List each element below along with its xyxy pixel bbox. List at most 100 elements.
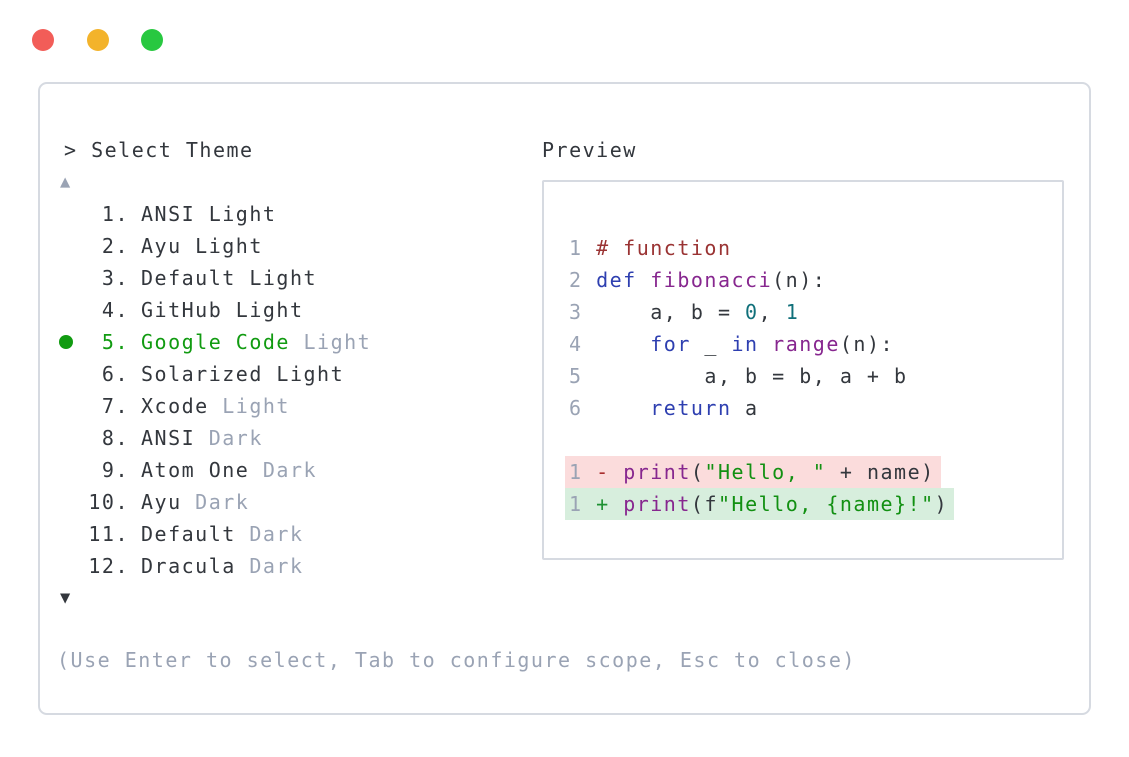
theme-option-1-ansi-light[interactable]: 1. ANSI Light (40, 198, 510, 230)
theme-option-11-default-dark[interactable]: 11. Default Dark (40, 518, 510, 550)
theme-variant-suffix: Dark (195, 426, 263, 450)
theme-name: Default Light (141, 266, 318, 290)
theme-number: 12. (88, 554, 129, 578)
theme-option-9-atom-one-dark[interactable]: 9.Atom One Dark (40, 454, 510, 486)
scroll-up-indicator[interactable]: ▲ (60, 172, 71, 192)
code-token-pln (637, 268, 651, 292)
theme-name: Ayu (141, 490, 182, 514)
theme-variant-suffix: Light (289, 330, 372, 354)
theme-option-4-github-light[interactable]: 4. GitHub Light (40, 294, 510, 326)
line-number: 1 (569, 492, 597, 516)
code-token-lit: 1 (785, 300, 800, 324)
theme-number: 4. (101, 298, 129, 322)
theme-name: Atom One (141, 458, 250, 482)
line-number: 4 (569, 332, 597, 356)
theme-variant-suffix: Light (208, 394, 290, 418)
theme-name: Xcode (141, 394, 209, 418)
code-line-6: 6 return a (544, 392, 1062, 424)
code-token-pln: a, b = b, a + b (596, 364, 908, 388)
code-token-typ: fibonacci (650, 268, 773, 292)
theme-name: ANSI (141, 426, 196, 450)
code-token-pln: + name) (826, 460, 935, 484)
line-number: 5 (569, 364, 597, 388)
code-token-str: "Hello, " (704, 460, 827, 484)
theme-option-3-default-light[interactable]: 3. Default Light (40, 262, 510, 294)
theme-number: 3. (101, 266, 129, 290)
theme-option-6-solarized-light[interactable]: 6. Solarized Light (40, 358, 510, 390)
select-theme-prompt: > Select Theme (64, 138, 254, 162)
code-token-kwd: for (650, 332, 691, 356)
code-token-pln: a (731, 396, 759, 420)
code-token-typ: print (623, 492, 691, 516)
code-token-kwd: def (596, 268, 637, 292)
code-token-pln: ) (934, 492, 949, 516)
theme-option-5-google-code-light[interactable]: 5. Google Code Light (40, 326, 510, 358)
code-token-pln (596, 396, 650, 420)
diff-line-highlight: 1 + print(f"Hello, {name}!") (565, 488, 955, 520)
theme-number: 11. (88, 522, 129, 546)
theme-name: Default (141, 522, 236, 546)
theme-option-7-xcode-light[interactable]: 7. Xcode Light (40, 390, 510, 422)
diff-line-removed: 1 - print("Hello, " + name) (544, 456, 1062, 488)
code-token-pln: , (758, 300, 786, 324)
code-token-kwd: return (650, 396, 732, 420)
code-token-com: # function (596, 236, 732, 260)
theme-name: Google Code (141, 330, 290, 354)
diff-line-highlight: 1 - print("Hello, " + name) (565, 456, 941, 488)
code-token-typ: print (623, 460, 691, 484)
theme-name: Ayu Light (141, 234, 263, 258)
close-window-button[interactable] (32, 29, 54, 51)
diff-block: 1 - print("Hello, " + name)1 + print(f"H… (544, 456, 1062, 520)
theme-number: 10. (88, 490, 129, 514)
code-line-4: 4 for _ in range(n): (544, 328, 1062, 360)
code-token-minus: - (596, 460, 624, 484)
theme-option-10-ayu-dark[interactable]: 10. Ayu Dark (40, 486, 510, 518)
selected-indicator-dot (59, 335, 73, 349)
code-token-pln: _ (690, 332, 732, 356)
line-number: 3 (569, 300, 597, 324)
code-token-str: "Hello, {name}!" (718, 492, 935, 516)
code-token-pln: a, b = (596, 300, 746, 324)
theme-name: ANSI Light (141, 202, 277, 226)
theme-option-8-ansi-dark[interactable]: 8. ANSI Dark (40, 422, 510, 454)
help-text: (Use Enter to select, Tab to configure s… (57, 648, 856, 672)
theme-number: 9. (101, 458, 129, 482)
theme-variant-suffix: Dark (181, 490, 250, 514)
theme-number: 6. (101, 362, 129, 386)
code-token-pln: ( (690, 460, 705, 484)
theme-name: Dracula (141, 554, 236, 578)
theme-option-2-ayu-light[interactable]: 2. Ayu Light (40, 230, 510, 262)
code-token-pln: (f (690, 492, 718, 516)
code-token-lit: 0 (745, 300, 759, 324)
line-number: 6 (569, 396, 597, 420)
scroll-down-indicator[interactable]: ▼ (60, 588, 71, 608)
code-token-pln (596, 332, 650, 356)
code-token-typ: range (772, 332, 840, 356)
code-line-1: 1 # function (544, 232, 1062, 264)
minimize-window-button[interactable] (86, 29, 109, 51)
theme-number: 5. (101, 330, 129, 354)
code-token-kwd: in (731, 332, 759, 356)
theme-number: 1. (101, 202, 129, 226)
maximize-window-button[interactable] (141, 29, 164, 51)
theme-list: 1. ANSI Light 2. Ayu Light 3. Default Light 4.… (40, 198, 510, 582)
code-line-5: 5 a, b = b, a + b (544, 360, 1062, 392)
window-controls (32, 29, 182, 61)
preview-label: Preview (542, 138, 637, 162)
line-number: 2 (569, 268, 597, 292)
theme-variant-suffix: Dark (235, 554, 304, 578)
code-token-pln (759, 332, 773, 356)
diff-line-added: 1 + print(f"Hello, {name}!") (544, 488, 1062, 520)
theme-name: Solarized Light (141, 362, 345, 386)
theme-name: GitHub Light (141, 298, 304, 322)
theme-number: 7. (101, 394, 129, 418)
line-number: 1 (569, 236, 597, 260)
theme-option-12-dracula-dark[interactable]: 12. Dracula Dark (40, 550, 510, 582)
code-line-2: 2 def fibonacci(n): (544, 264, 1062, 296)
line-number: 1 (569, 460, 597, 484)
theme-number: 2. (101, 234, 129, 258)
theme-variant-suffix: Dark (235, 522, 304, 546)
theme-number: 8. (101, 426, 129, 450)
